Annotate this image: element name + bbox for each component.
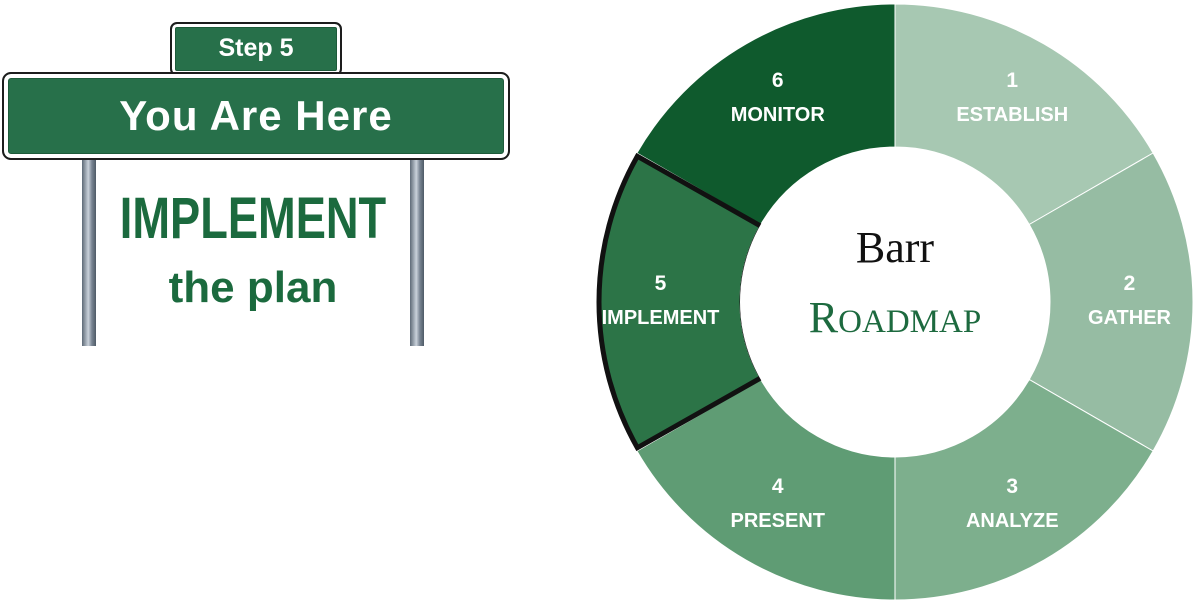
segment-label-gather: GATHER <box>1088 307 1172 329</box>
roadmap-first-letter: R <box>809 293 839 342</box>
center-hub <box>740 147 1050 457</box>
you-are-here-sign: Step 5 You Are Here IMPLEMENT the plan <box>0 0 520 360</box>
sign-post-right <box>410 150 424 346</box>
step-tab: Step 5 <box>170 22 342 76</box>
segment-label-establish: ESTABLISH <box>956 104 1068 126</box>
sign-banner-text: You Are Here <box>119 92 393 139</box>
segment-number-1: 1 <box>1006 69 1018 92</box>
segment-label-implement: IMPLEMENT <box>602 307 720 329</box>
roadmap-rest-letters: OADMAP <box>838 304 981 340</box>
center-title-barr: Barr <box>856 223 935 272</box>
sign-board: You Are Here <box>2 72 510 160</box>
segment-label-analyze: ANALYZE <box>966 510 1059 532</box>
segment-number-2: 2 <box>1124 272 1136 295</box>
segment-number-5: 5 <box>655 272 667 295</box>
segment-label-present: PRESENT <box>731 510 825 532</box>
segment-number-6: 6 <box>772 69 784 92</box>
step-label: Step 5 <box>218 34 294 62</box>
segment-number-3: 3 <box>1006 475 1018 498</box>
sign-post-left <box>82 150 96 346</box>
wheel-segments <box>596 3 1194 601</box>
action-subheading: the plan <box>168 263 338 312</box>
action-heading: IMPLEMENT <box>119 186 387 251</box>
center-title-roadmap: ROADMAP <box>809 293 981 342</box>
segment-label-monitor: MONITOR <box>731 104 826 126</box>
segment-number-4: 4 <box>772 475 784 498</box>
